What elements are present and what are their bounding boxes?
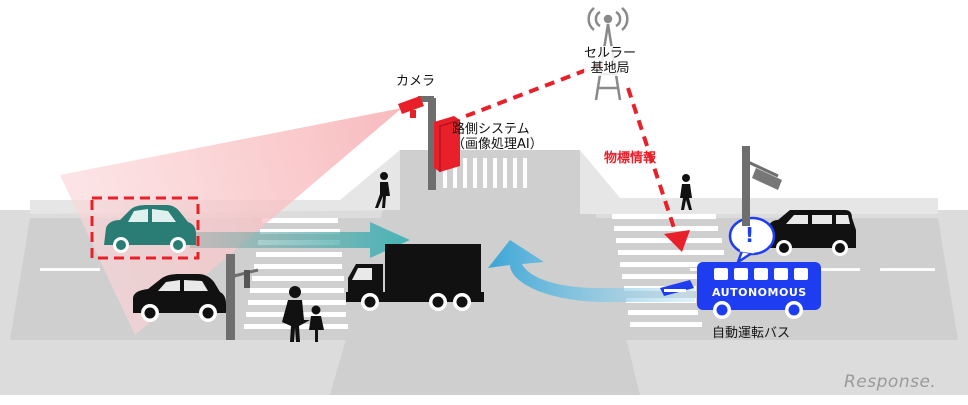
bus-autonomous-text: AUTONOMOUS xyxy=(712,286,807,299)
arrow-icon xyxy=(488,240,695,302)
alert-bubble-icon xyxy=(728,216,776,264)
roadside-system-label: 路側システム （画像処理AI） xyxy=(452,122,543,152)
detection-box xyxy=(90,196,200,260)
family-icon xyxy=(282,286,324,342)
pedestrian-icon xyxy=(375,172,390,208)
arrow-icon xyxy=(190,222,410,258)
camera-icon xyxy=(398,96,436,190)
pedestrian-icon xyxy=(680,174,692,210)
car-icon xyxy=(104,205,196,253)
traffic-light-icon xyxy=(742,146,782,226)
object-info-label: 物標情報 xyxy=(604,151,657,166)
arrow-icon xyxy=(664,230,690,252)
car-icon xyxy=(768,210,856,256)
cell-tower-label-text: セルラー 基地局 xyxy=(584,46,637,76)
alert-mark: ! xyxy=(745,223,755,247)
bus-icon xyxy=(660,262,821,319)
truck-icon xyxy=(346,244,484,311)
car-icon xyxy=(133,274,226,322)
roadside-unit-icon xyxy=(434,116,461,172)
camera-label: カメラ xyxy=(396,74,436,89)
roadside-system-label-text: 路側システム （画像処理AI） xyxy=(452,122,543,152)
cell-tower-label: セルラー 基地局 xyxy=(584,46,636,76)
camera-view-cone xyxy=(60,108,402,335)
link-tower-bus xyxy=(626,87,678,235)
traffic-light-icon xyxy=(226,254,259,340)
response-logo: Response. xyxy=(844,372,937,392)
autonomous-bus-label: 自動運転バス xyxy=(712,326,791,341)
link-tower-roadside xyxy=(465,62,603,118)
crosswalk-top xyxy=(443,158,527,188)
